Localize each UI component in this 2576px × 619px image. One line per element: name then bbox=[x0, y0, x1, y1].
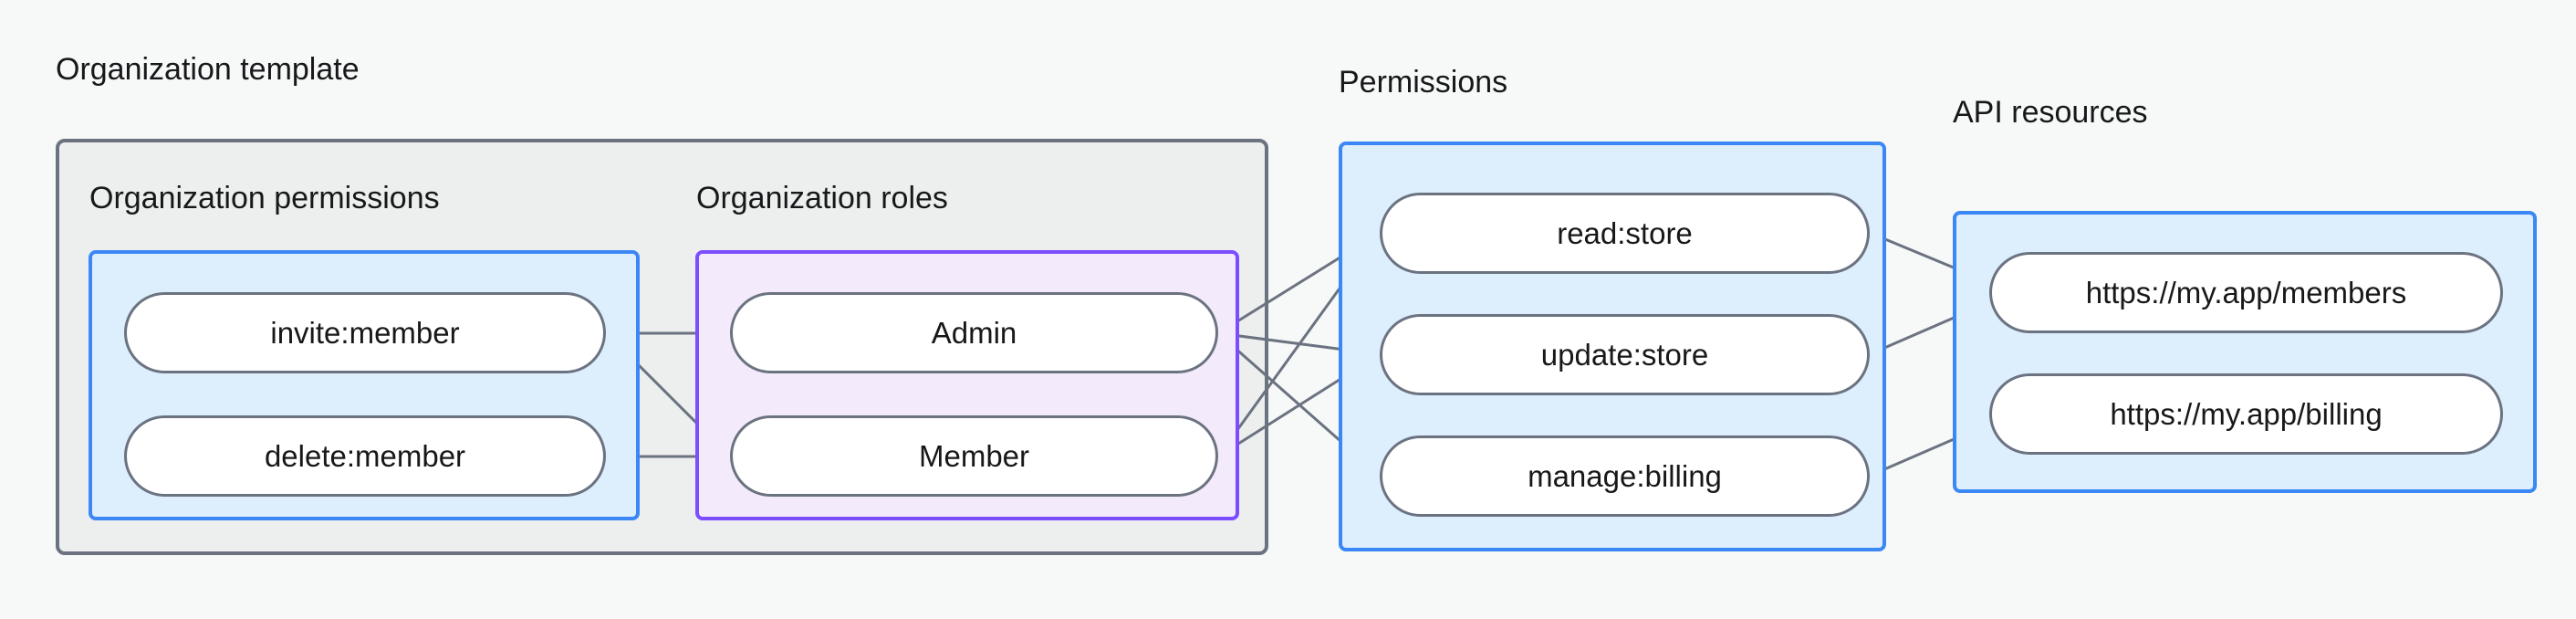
node-members-url-label: https://my.app/members bbox=[2085, 275, 2407, 310]
node-delete-member-label: delete:member bbox=[264, 438, 466, 473]
node-billing-url-label: https://my.app/billing bbox=[2110, 396, 2383, 431]
org-permissions-title: Organization permissions bbox=[89, 181, 440, 215]
permissions-title: Permissions bbox=[1339, 65, 1508, 100]
node-members-url[interactable]: https://my.app/members bbox=[1989, 252, 2503, 333]
node-read-store-label: read:store bbox=[1557, 215, 1693, 250]
node-manage-billing[interactable]: manage:billing bbox=[1380, 435, 1870, 517]
node-update-store[interactable]: update:store bbox=[1380, 314, 1870, 395]
node-role-member[interactable]: Member bbox=[730, 415, 1218, 497]
node-role-admin[interactable]: Admin bbox=[730, 292, 1218, 373]
node-invite-member[interactable]: invite:member bbox=[124, 292, 606, 373]
org-roles-title: Organization roles bbox=[696, 181, 948, 215]
node-role-member-label: Member bbox=[918, 438, 1030, 473]
node-billing-url[interactable]: https://my.app/billing bbox=[1989, 373, 2503, 455]
node-role-admin-label: Admin bbox=[931, 315, 1017, 350]
node-manage-billing-label: manage:billing bbox=[1528, 458, 1722, 493]
org-template-title: Organization template bbox=[56, 52, 360, 87]
node-update-store-label: update:store bbox=[1540, 337, 1709, 372]
api-resources-title: API resources bbox=[1953, 95, 2148, 130]
node-read-store[interactable]: read:store bbox=[1380, 193, 1870, 274]
node-invite-member-label: invite:member bbox=[270, 315, 460, 350]
node-delete-member[interactable]: delete:member bbox=[124, 415, 606, 497]
